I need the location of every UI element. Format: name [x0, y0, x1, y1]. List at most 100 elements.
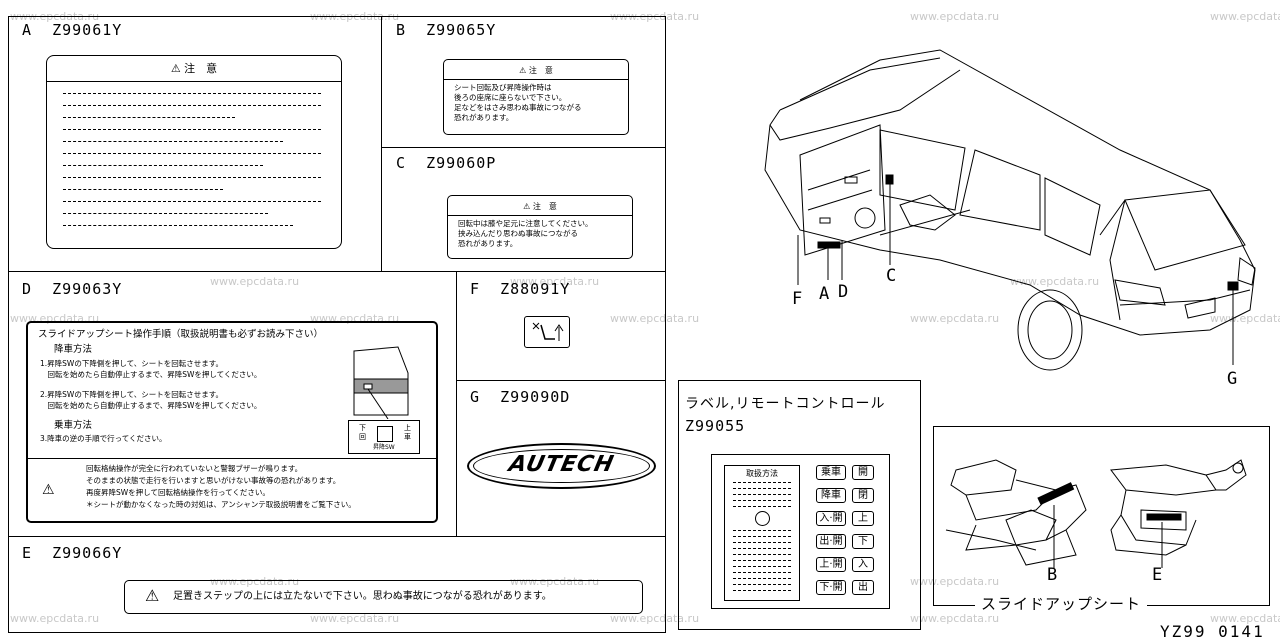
- panel-letter: E: [22, 544, 33, 562]
- seat-lift-icon: [524, 316, 570, 348]
- label-step: 回転を始めたら自動停止するまで、昇降SWを押してください。: [40, 401, 262, 410]
- panel-letter: G: [470, 388, 481, 406]
- warning-line: 回転格納操作が完全に行われていないと警報ブザーが鳴ります。: [86, 464, 303, 473]
- unreadable-text-line: [733, 554, 791, 555]
- label-subheading: 乗車方法: [54, 420, 93, 431]
- circle-icon: [755, 511, 770, 526]
- watermark: www.epcdata.ru: [510, 575, 600, 588]
- switch-label-right: 上 車: [404, 424, 411, 441]
- unreadable-text-line: [733, 530, 791, 531]
- label-step: 1.昇降SWの下降側を押して、シートを回転させます。: [40, 359, 223, 368]
- remote-button-label: 出·開: [816, 534, 846, 549]
- remote-button-label: 下·開: [816, 580, 846, 595]
- slide-seat-caption: スライドアップシート: [975, 593, 1148, 614]
- watermark: www.epcdata.ru: [910, 575, 1000, 588]
- callout-e: E: [1152, 565, 1163, 585]
- unreadable-text-line: [63, 153, 321, 154]
- label-d: スライドアップシート操作手順（取扱説明書も必ずお読み下さい） 降車方法 1.昇降…: [26, 321, 438, 523]
- label-step: 3.降車の逆の手順で行ってください。: [40, 434, 167, 443]
- watermark: www.epcdata.ru: [1210, 612, 1280, 625]
- watermark: www.epcdata.ru: [1010, 275, 1100, 288]
- watermark: www.epcdata.ru: [910, 612, 1000, 625]
- label-title: ⚠ 注 意: [170, 62, 218, 75]
- callout-b: B: [1047, 565, 1058, 585]
- unreadable-text-line: [63, 189, 223, 190]
- unreadable-text-line: [63, 225, 293, 226]
- remote-button-label: 降車: [816, 488, 846, 503]
- label-step: 2.昇降SWの下降側を押して、シートを回転させます。: [40, 390, 223, 399]
- warning-line: ＊シートが動かなくなった時の対処は、アンシャンテ取扱説明書をご覧下さい。: [86, 500, 356, 509]
- panel-letter: C: [396, 154, 407, 172]
- unreadable-text-line: [733, 590, 791, 591]
- unreadable-text-line: [733, 560, 791, 561]
- label-title: ⚠ 注 意: [519, 66, 553, 75]
- warning-icon: ⚠: [42, 482, 55, 498]
- label-line: 足などをはさみ思わぬ事故につながる: [454, 103, 582, 112]
- label-line: 恐れがあります。: [458, 239, 518, 248]
- panel-letter: A: [22, 21, 33, 39]
- remote-button-label: 入·開: [816, 511, 846, 526]
- unreadable-text-line: [733, 566, 791, 567]
- remote-button-label: 出: [852, 580, 874, 595]
- callout-f: F: [792, 289, 803, 309]
- remote-title: ラベル,リモートコントロール: [685, 396, 886, 412]
- unreadable-text-line: [63, 201, 321, 202]
- switch-diagram: 下 回 上 車 昇降SW: [348, 420, 420, 454]
- remote-button-label: 乗車: [816, 465, 846, 480]
- unreadable-text-line: [733, 482, 791, 483]
- unreadable-text-line: [733, 506, 791, 507]
- warning-line: そのままの状態で走行を行いますと思いがけない事故等の恐れがあります。: [86, 476, 341, 485]
- unreadable-text-line: [733, 542, 791, 543]
- remote-button-label: 上: [852, 511, 874, 526]
- unreadable-text-line: [63, 129, 321, 130]
- label-subheading: 降車方法: [54, 344, 93, 355]
- watermark: www.epcdata.ru: [610, 312, 700, 325]
- callout-c: C: [886, 266, 897, 286]
- vehicle-illustration: [764, 49, 1256, 371]
- panel-letter: D: [22, 280, 33, 298]
- unreadable-text-line: [63, 117, 235, 118]
- label-c: ⚠ 注 意 回転中は膝や足元に注意してください。 挟み込んだり思わぬ事故につなが…: [447, 195, 633, 259]
- part-code: Z99055: [685, 417, 746, 435]
- part-code: Z99066Y: [52, 544, 123, 562]
- watermark: www.epcdata.ru: [910, 312, 1000, 325]
- logo-text: AUTECH: [506, 452, 617, 477]
- label-e: ⚠ 足置きステップの上には立たないで下さい。思わぬ事故につながる恐れがあります。: [124, 580, 643, 614]
- autech-logo: AUTECH: [467, 443, 656, 489]
- panel-letter: F: [470, 280, 481, 298]
- warning-line: 再度昇降SWを押して回転格納操作を行ってください。: [86, 488, 270, 497]
- part-code: Z99090D: [500, 388, 571, 406]
- reference-number: YZ99 0141: [1160, 622, 1265, 641]
- remote-button-label: 下: [852, 534, 874, 549]
- watermark: www.epcdata.ru: [310, 612, 400, 625]
- unreadable-text-line: [63, 93, 321, 94]
- label-b: ⚠ 注 意 シート回転及び昇降操作時は 後ろの座席に座らないで下さい。 足などを…: [443, 59, 629, 135]
- slide-seat-illustration: [945, 459, 1247, 568]
- label-heading: スライドアップシート操作手順（取扱説明書も必ずお読み下さい）: [38, 329, 324, 340]
- callout-g: G: [1227, 369, 1238, 389]
- watermark: www.epcdata.ru: [210, 575, 300, 588]
- instruction-card: 取扱方法: [724, 465, 800, 601]
- label-line: シート回転及び昇降操作時は: [454, 83, 552, 92]
- unreadable-text-line: [733, 488, 791, 489]
- remote-button-label: 閉: [852, 488, 874, 503]
- unreadable-text-line: [733, 494, 791, 495]
- watermark: www.epcdata.ru: [510, 275, 600, 288]
- label-a: ⚠ 注 意: [46, 55, 342, 249]
- unreadable-text-line: [733, 572, 791, 573]
- unreadable-text-line: [733, 536, 791, 537]
- callout-d: D: [838, 282, 849, 302]
- unreadable-text-line: [63, 141, 283, 142]
- switch-icon: [377, 426, 393, 442]
- watermark: www.epcdata.ru: [10, 612, 100, 625]
- part-code: Z99060P: [426, 154, 497, 172]
- unreadable-text-line: [63, 177, 321, 178]
- watermark: www.epcdata.ru: [610, 612, 700, 625]
- unreadable-text-line: [733, 548, 791, 549]
- watermark: www.epcdata.ru: [910, 10, 1000, 23]
- label-line: 恐れがあります。: [454, 113, 514, 122]
- label-line: 回転中は膝や足元に注意してください。: [458, 219, 593, 228]
- part-code: Z99063Y: [52, 280, 123, 298]
- unreadable-text-line: [63, 165, 263, 166]
- switch-label-left: 下 回: [359, 424, 366, 441]
